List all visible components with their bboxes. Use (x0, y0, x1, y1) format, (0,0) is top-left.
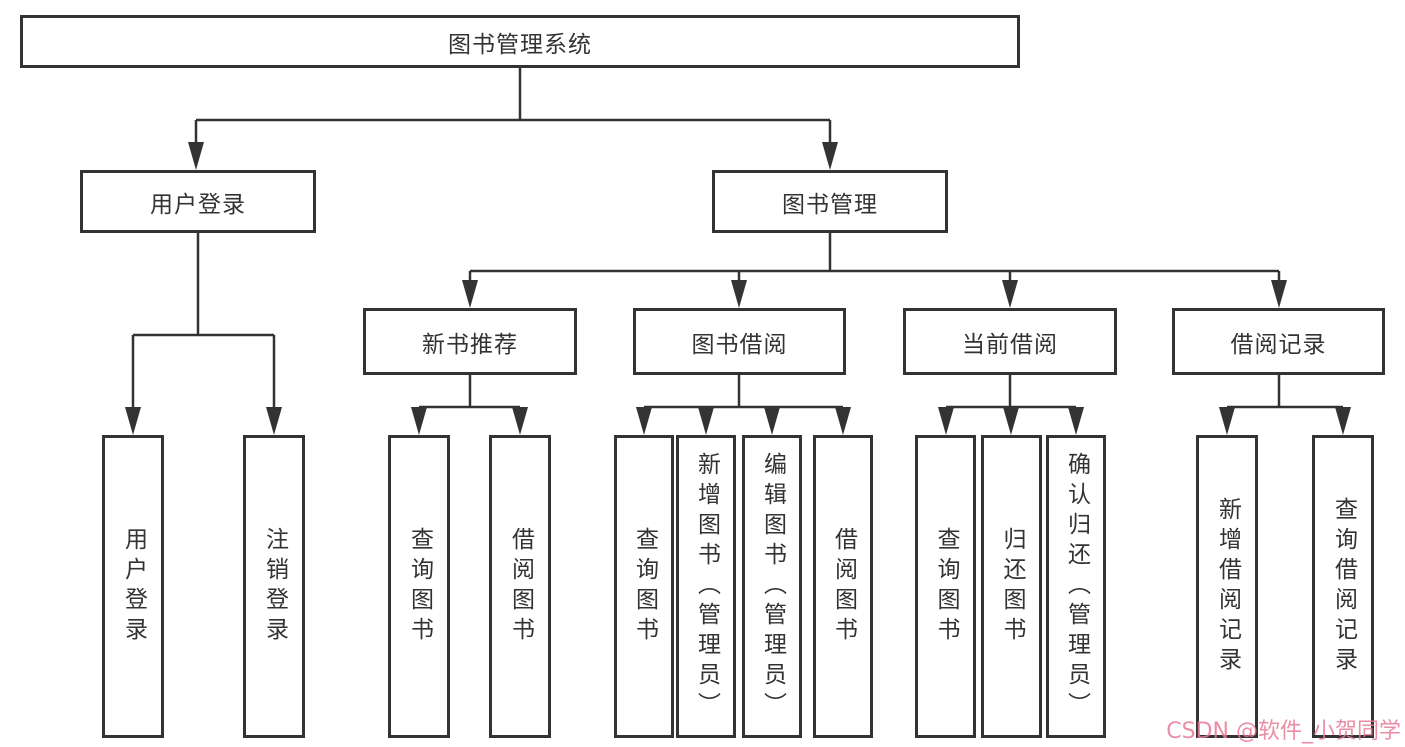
node-book-management-module: 图书管理 (712, 170, 948, 233)
leaf-edit-books-admin: 编辑图书（管理员） (742, 435, 802, 738)
leaf-add-borrow-record: 新增借阅记录 (1196, 435, 1258, 738)
node-root-system: 图书管理系统 (20, 15, 1020, 68)
leaf-add-books-admin: 新增图书（管理员） (676, 435, 736, 738)
leaf-user-login: 用户登录 (102, 435, 164, 738)
node-new-book-recommendation: 新书推荐 (363, 308, 577, 375)
node-borrowing-records: 借阅记录 (1172, 308, 1385, 375)
leaf-query-books-current: 查询图书 (915, 435, 976, 738)
leaf-query-books-borrow: 查询图书 (614, 435, 674, 738)
leaf-borrow-books-recommend: 借阅图书 (489, 435, 551, 738)
leaf-query-books-recommend: 查询图书 (388, 435, 450, 738)
leaf-logout: 注销登录 (243, 435, 305, 738)
node-current-borrowing: 当前借阅 (903, 308, 1117, 375)
leaf-confirm-return-admin: 确认归还（管理员） (1046, 435, 1106, 738)
leaf-return-books: 归还图书 (981, 435, 1042, 738)
node-book-borrowing: 图书借阅 (633, 308, 846, 375)
node-user-login-module: 用户登录 (80, 170, 316, 233)
leaf-query-borrow-record: 查询借阅记录 (1312, 435, 1374, 738)
leaf-borrow-books: 借阅图书 (813, 435, 873, 738)
